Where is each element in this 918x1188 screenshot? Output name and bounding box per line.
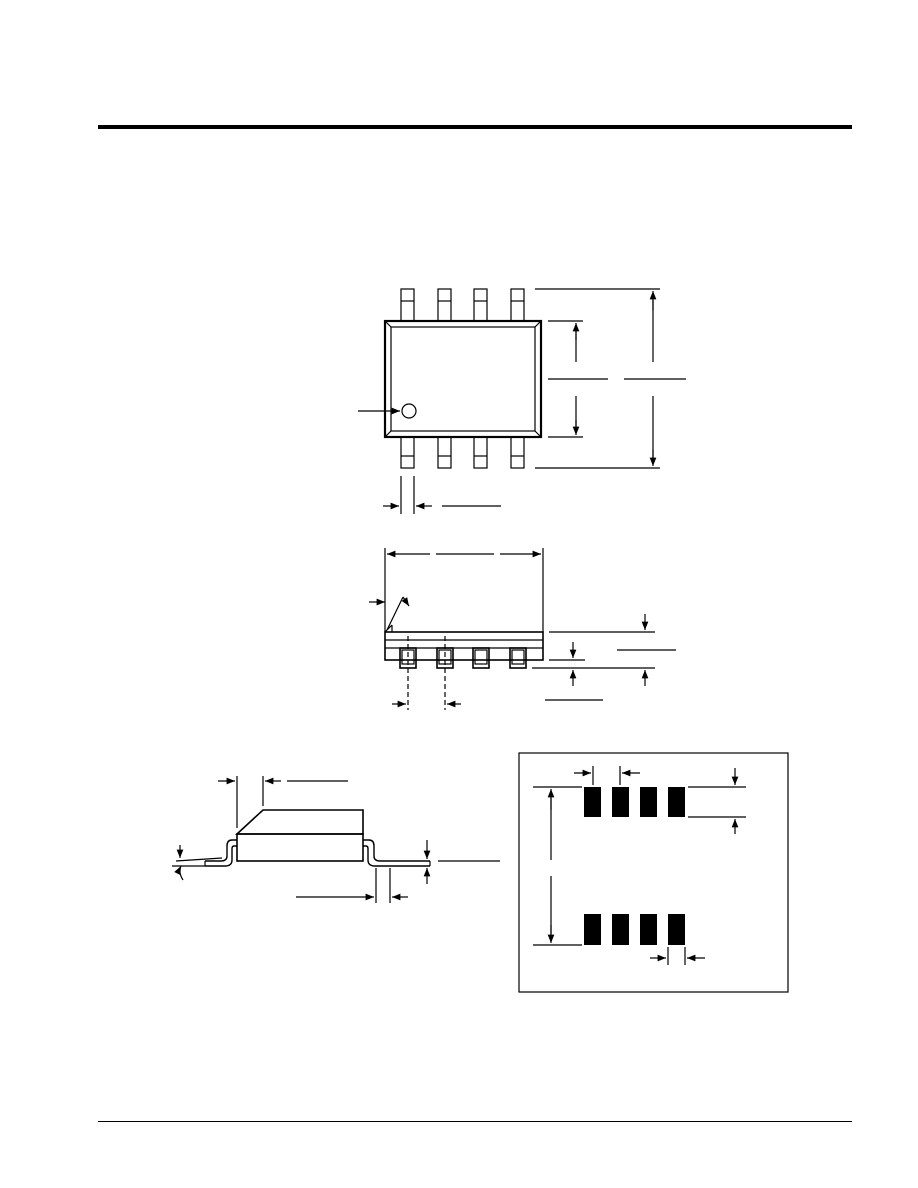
top-view-body-inner	[390, 326, 536, 432]
top-view-pins-upper	[400, 288, 525, 322]
end-view-body	[236, 833, 364, 862]
side-view	[369, 548, 676, 710]
footprint-view	[518, 752, 789, 993]
footprint-pads-lower	[584, 914, 685, 945]
footer-rule	[98, 1121, 852, 1122]
top-view-pins-lower	[400, 436, 525, 469]
side-view-leads	[399, 647, 527, 669]
pin-one-dot	[401, 403, 417, 419]
footprint-frame	[518, 752, 789, 993]
header-rule	[98, 125, 852, 129]
top-view-body	[383, 319, 543, 439]
footprint-pads-upper	[584, 787, 685, 817]
end-view	[172, 776, 500, 903]
side-view-body	[384, 631, 544, 661]
top-view	[358, 288, 686, 514]
